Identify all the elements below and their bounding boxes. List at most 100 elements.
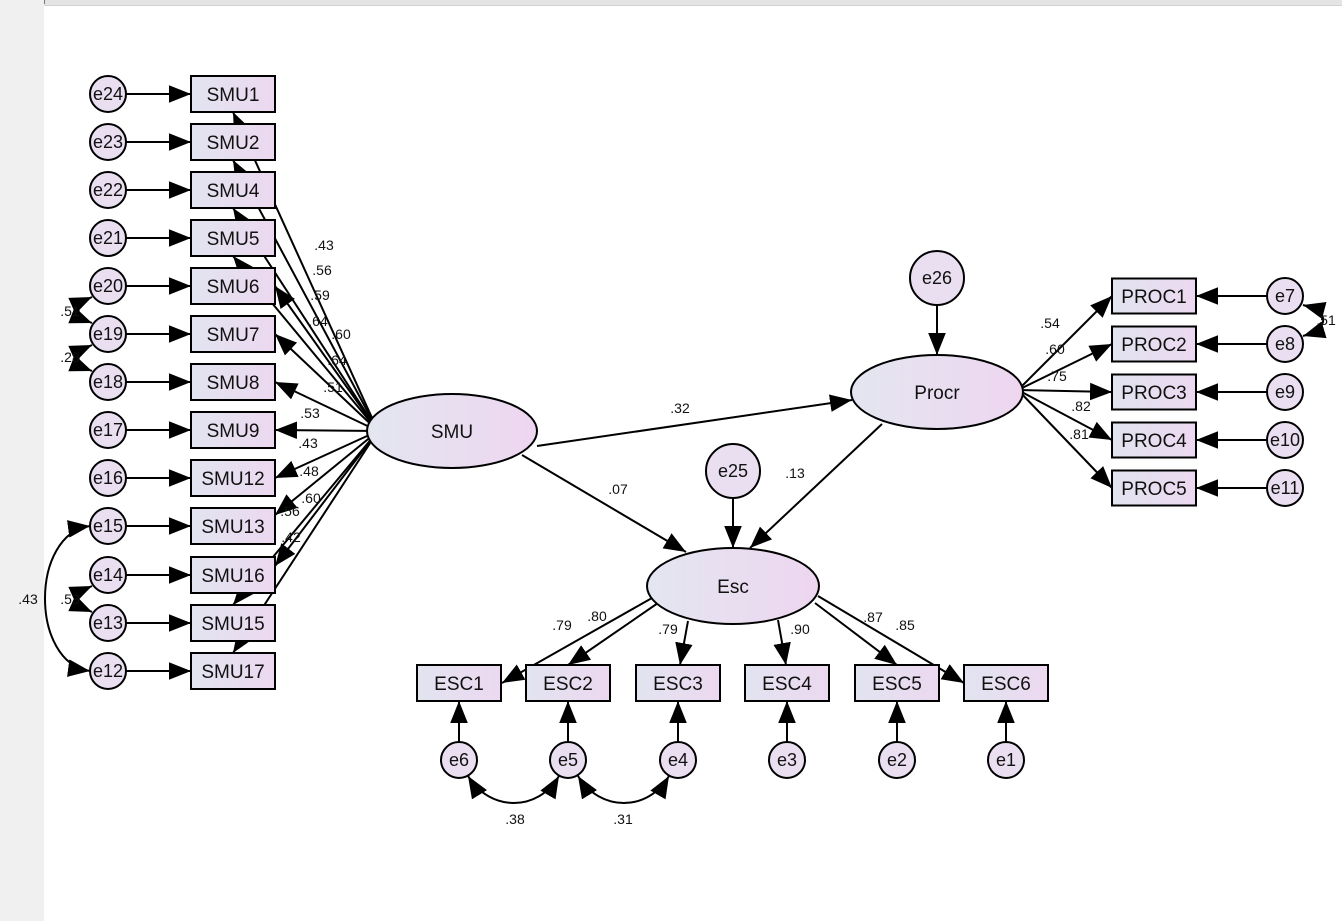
error-label-e9: e9	[1275, 382, 1295, 402]
loading-arrow-smu7	[274, 333, 379, 432]
error-term-e20[interactable]	[89, 267, 127, 305]
indicator-smu1[interactable]	[190, 75, 276, 113]
loading-label-proc3: .75	[1047, 368, 1067, 384]
error-label-e17: e17	[93, 420, 123, 440]
loading-label-smu4: .59	[310, 287, 330, 303]
loading-label-esc2: .80	[587, 608, 607, 624]
covariance-label-e19-e18: .28	[60, 349, 80, 365]
error-label-e21: e21	[93, 228, 123, 248]
indicator-smu5[interactable]	[190, 219, 276, 257]
error-term-e3[interactable]	[768, 741, 806, 779]
error-term-e5[interactable]	[549, 741, 587, 779]
covariance-label-e15-e12: .43	[18, 591, 38, 607]
error-label-e13: e13	[93, 613, 123, 633]
loading-label-proc5: .81	[1069, 426, 1089, 442]
error-term-e11[interactable]	[1266, 469, 1304, 507]
error-term-e19[interactable]	[89, 315, 127, 353]
error-term-e12[interactable]	[89, 652, 127, 690]
error-term-e22[interactable]	[89, 171, 127, 209]
indicator-proc1[interactable]	[1111, 277, 1197, 315]
error-term-e4[interactable]	[659, 741, 697, 779]
error-label-e12: e12	[93, 661, 123, 681]
loading-arrow-proc5	[1017, 389, 1113, 489]
indicator-esc3[interactable]	[635, 664, 721, 702]
indicator-label-smu8: SMU8	[207, 373, 260, 394]
error-term-e15[interactable]	[89, 507, 127, 545]
loading-arrow-smu16	[274, 430, 379, 567]
loading-label-smu9: .53	[300, 405, 320, 421]
error-term-e6[interactable]	[440, 741, 478, 779]
error-term-e18[interactable]	[89, 363, 127, 401]
indicator-smu15[interactable]	[190, 604, 276, 642]
indicator-proc4[interactable]	[1111, 421, 1197, 459]
labels-layer: .43.56.59.64.60.64.51.53.43.48.60.56.42.…	[18, 237, 1336, 827]
error-label-e1: e1	[996, 750, 1016, 770]
indicator-esc1[interactable]	[416, 664, 502, 702]
error-label-e2: e2	[887, 750, 907, 770]
error-term-e7[interactable]	[1266, 277, 1304, 315]
error-term-e1[interactable]	[987, 741, 1025, 779]
error-term-e13[interactable]	[89, 604, 127, 642]
loading-label-smu15: .56	[280, 503, 300, 519]
error-term-e10[interactable]	[1266, 421, 1304, 459]
indicator-smu4[interactable]	[190, 171, 276, 209]
indicator-esc2[interactable]	[525, 664, 611, 702]
error-term-e24[interactable]	[89, 75, 127, 113]
error-term-e26[interactable]	[909, 250, 965, 306]
indicator-proc5[interactable]	[1111, 469, 1197, 507]
indicator-label-smu1: SMU1	[207, 85, 260, 106]
error-term-e17[interactable]	[89, 411, 127, 449]
error-label-e19: e19	[93, 324, 123, 344]
indicator-label-esc5: ESC5	[872, 674, 922, 695]
error-label-e20: e20	[93, 276, 123, 296]
indicator-label-smu6: SMU6	[207, 277, 260, 298]
indicator-label-esc3: ESC3	[653, 674, 703, 695]
loading-arrow-smu12	[274, 430, 379, 479]
loading-arrow-proc3	[1017, 382, 1113, 401]
indicator-smu7[interactable]	[190, 315, 276, 353]
covariance-arc-e5-e4	[577, 775, 670, 804]
error-term-e9[interactable]	[1266, 373, 1304, 411]
indicator-label-proc3: PROC3	[1121, 383, 1186, 404]
error-term-e2[interactable]	[878, 741, 916, 779]
indicator-esc4[interactable]	[744, 664, 830, 702]
indicator-proc2[interactable]	[1111, 325, 1197, 363]
indicator-smu2[interactable]	[190, 123, 276, 161]
loading-label-smu17: .42	[281, 529, 301, 545]
indicator-smu6[interactable]	[190, 267, 276, 305]
error-label-e15: e15	[93, 516, 123, 536]
latent-smu[interactable]	[366, 393, 538, 469]
loading-arrow-smu1	[232, 111, 379, 432]
covariance-label-e7-e8: .51	[1316, 312, 1336, 328]
indicator-esc5[interactable]	[854, 664, 940, 702]
error-label-e24: e24	[93, 84, 123, 104]
indicator-smu9[interactable]	[190, 411, 276, 449]
loading-arrow-esc3	[675, 620, 693, 666]
indicator-smu13[interactable]	[190, 507, 276, 545]
indicator-smu16[interactable]	[190, 556, 276, 594]
error-term-e8[interactable]	[1266, 325, 1304, 363]
indicator-label-smu2: SMU2	[207, 133, 260, 154]
error-label-e7: e7	[1275, 286, 1295, 306]
indicator-smu17[interactable]	[190, 652, 276, 690]
error-term-e14[interactable]	[89, 556, 127, 594]
indicator-esc6[interactable]	[963, 664, 1049, 702]
error-term-e23[interactable]	[89, 123, 127, 161]
path-arrow-procr-esc	[749, 423, 883, 549]
top-scroll-strip[interactable]	[44, 0, 1342, 6]
ruler-tick	[44, 0, 45, 4]
indicator-proc3[interactable]	[1111, 373, 1197, 411]
loading-arrow-smu8	[274, 381, 379, 432]
indicator-smu8[interactable]	[190, 363, 276, 401]
error-label-e22: e22	[93, 180, 123, 200]
latent-procr[interactable]	[850, 354, 1024, 430]
latent-esc[interactable]	[646, 547, 820, 625]
error-label-e5: e5	[558, 750, 578, 770]
error-term-e21[interactable]	[89, 219, 127, 257]
indicator-smu12[interactable]	[190, 459, 276, 497]
error-term-e25[interactable]	[705, 443, 761, 499]
indicator-label-esc1: ESC1	[434, 674, 484, 695]
indicator-label-proc5: PROC5	[1121, 479, 1186, 500]
error-term-e16[interactable]	[89, 459, 127, 497]
